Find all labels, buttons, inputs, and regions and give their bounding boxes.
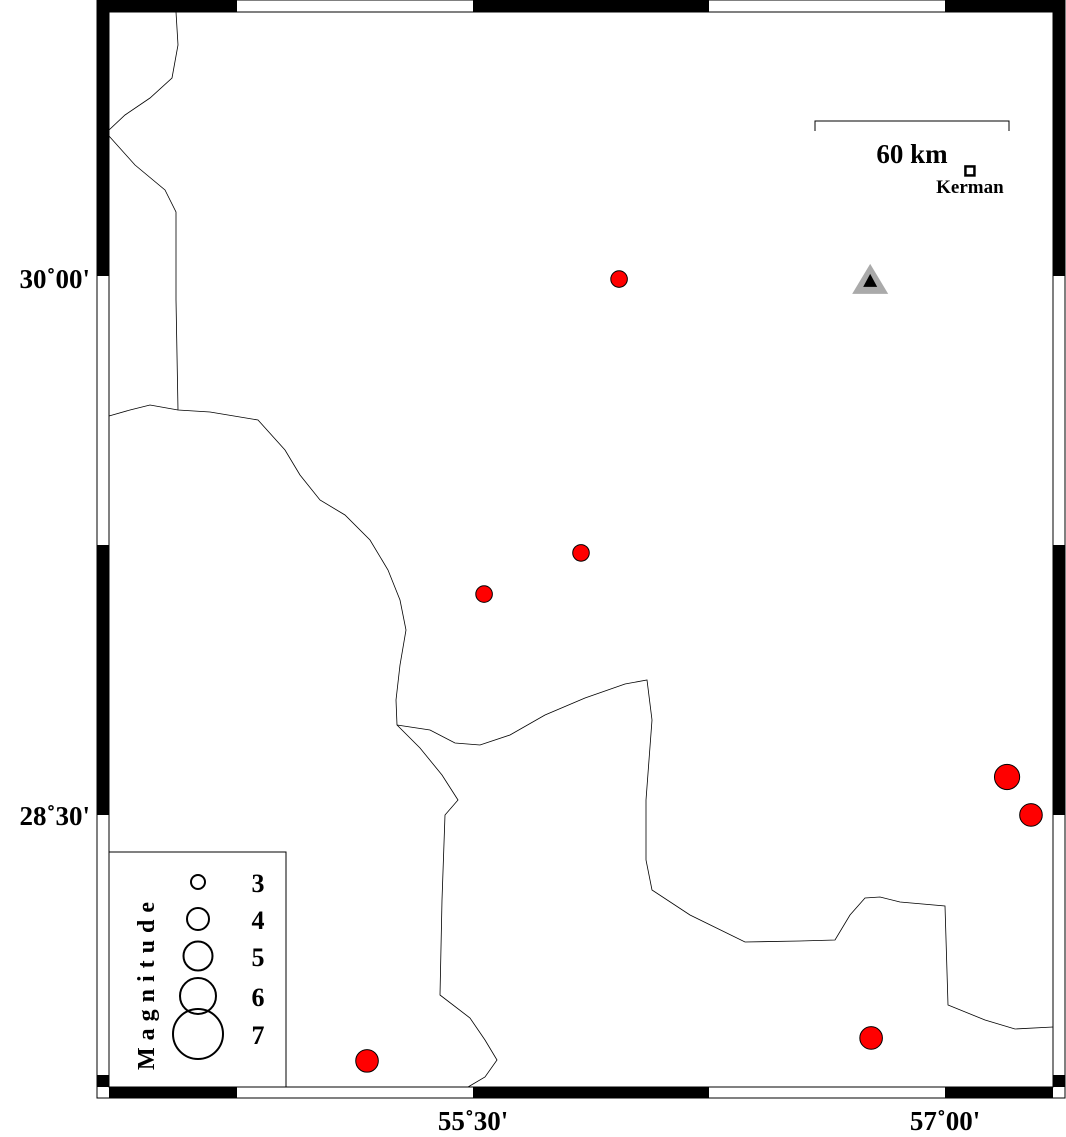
city-kerman[interactable]: Kerman bbox=[936, 165, 1004, 198]
x-tick-label: 55˚30' bbox=[438, 1106, 509, 1136]
legend-label: 3 bbox=[252, 869, 265, 898]
earthquake-event[interactable] bbox=[610, 270, 628, 288]
earthquake-event[interactable] bbox=[1019, 803, 1043, 827]
x-tick-label: 57˚00' bbox=[910, 1106, 981, 1136]
earthquake-events bbox=[355, 270, 1043, 1073]
province-borders bbox=[108, 11, 1054, 1088]
legend-label: 7 bbox=[252, 1021, 265, 1050]
legend-label: 4 bbox=[252, 906, 265, 935]
legend-circle bbox=[190, 874, 206, 890]
legend-circle bbox=[186, 907, 210, 931]
scale-bar: 60 km bbox=[814, 120, 1010, 169]
y-tick-label: 28˚30' bbox=[20, 801, 91, 831]
legend-circle bbox=[179, 977, 217, 1015]
earthquake-event[interactable] bbox=[475, 585, 493, 603]
station-inner bbox=[863, 273, 878, 287]
legend-circle bbox=[182, 940, 214, 972]
legend-circle bbox=[172, 1008, 224, 1060]
y-tick-label: 30˚00' bbox=[20, 264, 91, 294]
legend-label: 5 bbox=[252, 943, 265, 972]
scale-bar-label: 60 km bbox=[876, 139, 948, 169]
legend-label: 6 bbox=[252, 983, 265, 1012]
legend-title: Magnitude bbox=[134, 895, 160, 1070]
earthquake-event[interactable] bbox=[355, 1049, 379, 1073]
earthquake-event[interactable] bbox=[572, 544, 590, 562]
magnitude-legend: Magnitude 3 4 5 6 7 bbox=[108, 851, 287, 1088]
earthquake-event[interactable] bbox=[859, 1026, 883, 1050]
earthquake-event[interactable] bbox=[993, 763, 1021, 791]
city-square-icon bbox=[964, 165, 976, 177]
city-label: Kerman bbox=[936, 177, 1004, 198]
station-triangle-icon[interactable] bbox=[852, 263, 889, 294]
